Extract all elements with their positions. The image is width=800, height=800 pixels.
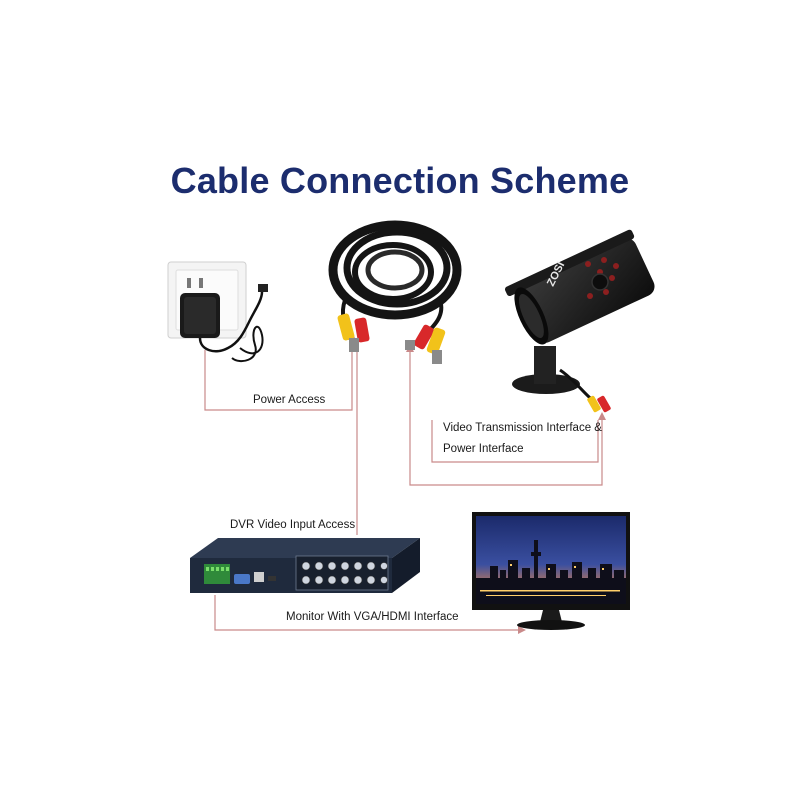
power-line	[204, 340, 353, 411]
video-line-inner	[431, 420, 599, 463]
cable-coil-icon	[328, 220, 462, 337]
monitor-line	[214, 595, 518, 631]
monitor-interface-label: Monitor With VGA/HDMI Interface	[286, 611, 459, 623]
rca-connectors	[337, 313, 446, 364]
dvr-icon	[190, 538, 420, 593]
power-adapter-icon	[180, 284, 268, 363]
diagram-title: Cable Connection Scheme	[170, 160, 630, 201]
connector-lines	[204, 340, 603, 631]
monitor-icon	[472, 512, 630, 630]
power-access-label: Power Access	[253, 394, 326, 406]
video-interface-label-line2: Power Interface	[443, 443, 524, 455]
dvr-input-label: DVR Video Input Access	[230, 519, 356, 531]
camera-icon: ZOSI	[504, 229, 655, 413]
video-line	[409, 350, 603, 486]
video-interface-label-line1: Video Transmission Interface &	[443, 422, 602, 434]
